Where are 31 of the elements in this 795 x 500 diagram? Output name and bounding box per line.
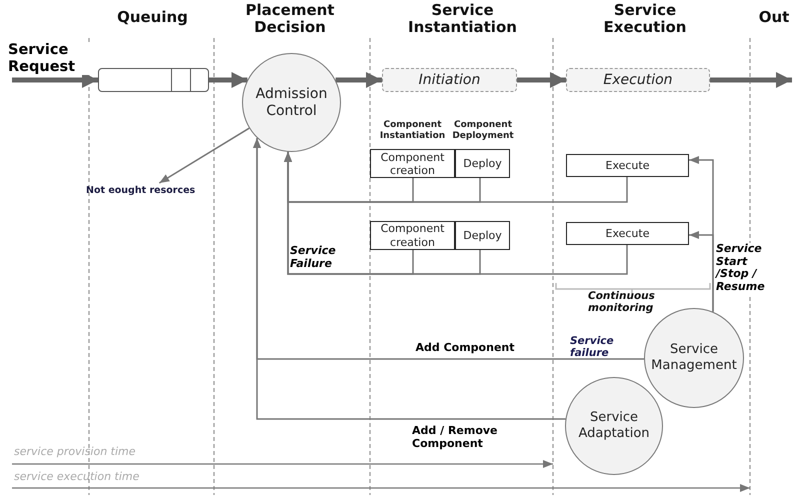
- arrow: [517, 72, 566, 88]
- process-box: Execute: [566, 222, 689, 245]
- note-text: Not eought resorces: [86, 183, 208, 198]
- process-circle: Admission Control: [242, 53, 341, 152]
- lane-heading: Out: [758, 9, 790, 26]
- timeline-label: service execution time: [14, 471, 140, 484]
- note-text: Service failure: [570, 335, 615, 360]
- edge-label: Service Request: [8, 42, 90, 76]
- lane-heading: Placement Decision: [244, 2, 336, 36]
- process-circle: Service Adaptation: [565, 377, 663, 475]
- lane-heading: Service Execution: [602, 2, 688, 36]
- arrow: [336, 72, 382, 88]
- lane-heading: Service Instantiation: [407, 2, 518, 36]
- lane-heading: Queuing: [116, 9, 189, 26]
- phase-box: Execution: [566, 68, 710, 92]
- process-box: Deploy: [455, 149, 510, 178]
- column-heading: Component Deployment: [451, 120, 515, 142]
- arrow: [253, 138, 566, 420]
- arrow: [158, 128, 250, 184]
- arrow: [710, 72, 792, 88]
- column-heading: Component Instantiation: [378, 120, 446, 142]
- process-box: Deploy: [455, 221, 510, 250]
- arrow: [284, 152, 628, 275]
- arrow: [209, 72, 248, 88]
- process-box: Component creation: [370, 149, 455, 178]
- process-box: Component creation: [370, 221, 455, 250]
- process-box: Execute: [566, 154, 689, 177]
- timeline-label: service provision time: [14, 446, 137, 459]
- queue-box: [98, 68, 209, 92]
- arrow: [689, 231, 714, 312]
- phase-box: Initiation: [382, 68, 517, 92]
